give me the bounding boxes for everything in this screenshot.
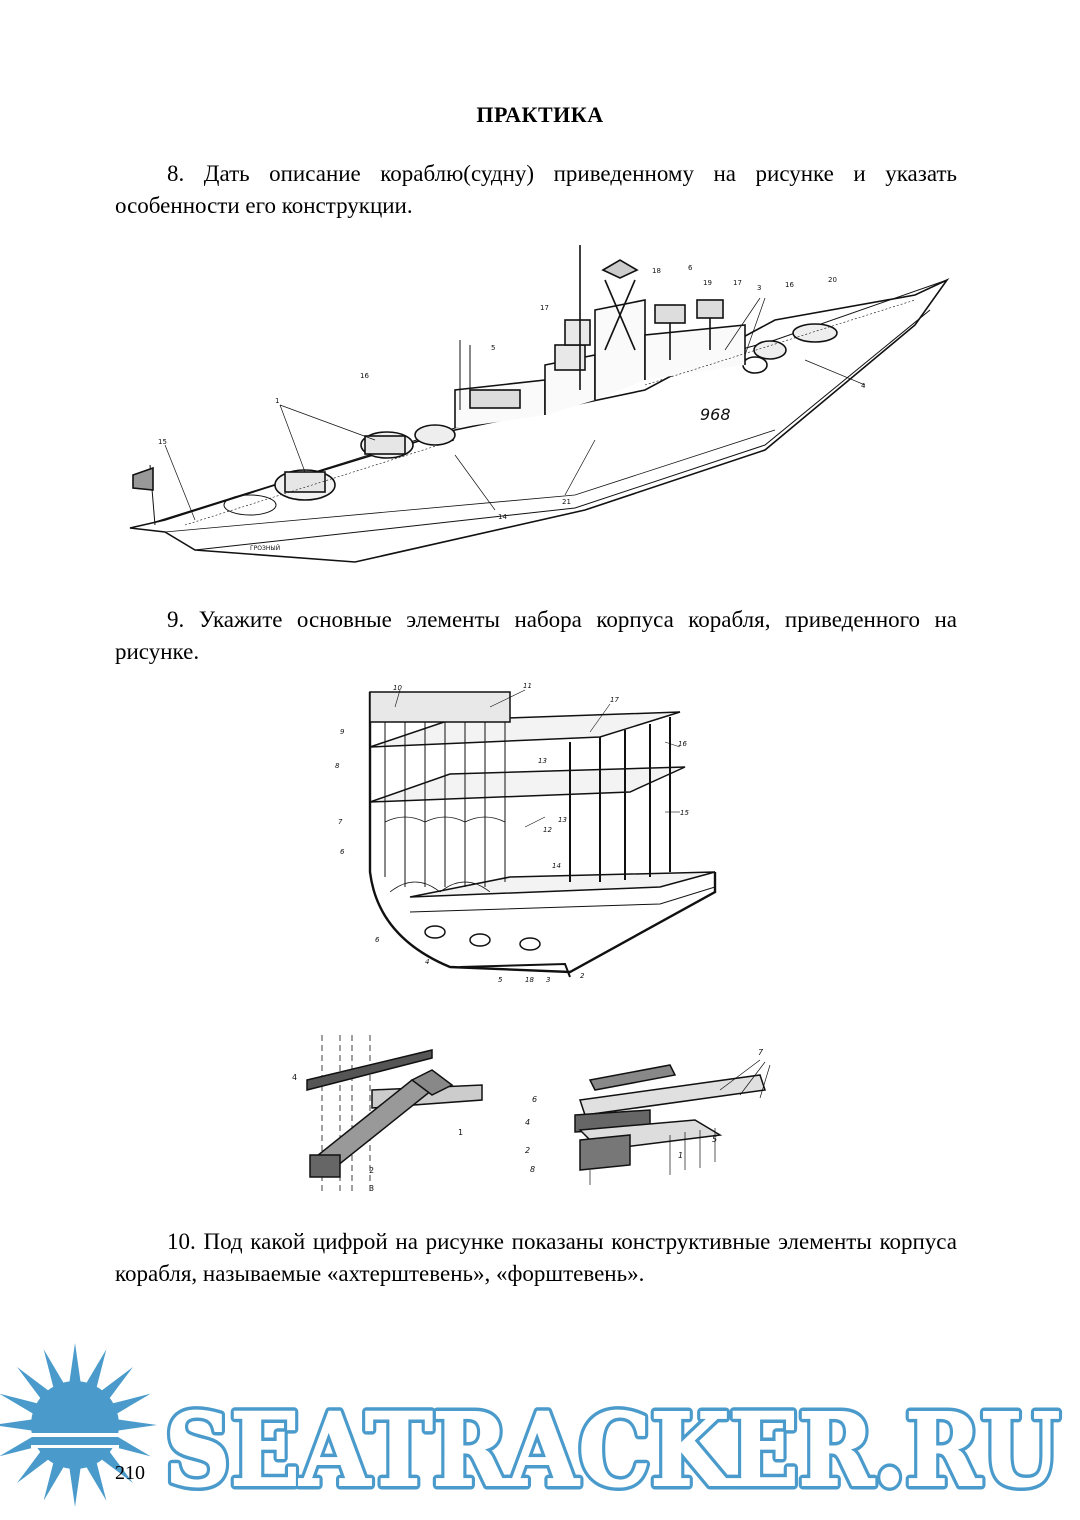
frame-callout: 3: [546, 976, 550, 984]
joint-right-callout: 4: [525, 1118, 530, 1127]
ship-callout: 5: [491, 344, 495, 352]
sunburst-logo-icon: [0, 1343, 157, 1507]
section-heading: ПРАКТИКА: [476, 102, 604, 127]
joint-right-callout: 8: [530, 1165, 535, 1174]
ship-callout: 16: [360, 372, 369, 380]
joint-right-callout: 2: [525, 1146, 530, 1155]
seatracker-watermark: SEATRACKER.RU SEATRACKER.RU: [0, 1325, 1080, 1520]
ship-callout: 1: [275, 397, 279, 405]
joint-right-callout: 1: [678, 1151, 683, 1160]
frame-callout: 18: [525, 976, 534, 984]
frame-callout: 16: [678, 740, 687, 748]
frame-callout: 7: [338, 818, 343, 826]
joint-left-callout: 3: [369, 1184, 374, 1193]
frame-callout: 13: [538, 757, 547, 765]
ship-callout: 17: [540, 304, 549, 312]
watermark-wordmark-outline: SEATRACKER.RU: [165, 1391, 1060, 1509]
ship-callout: 19: [703, 279, 712, 287]
frame-callout: 11: [523, 682, 532, 690]
ship-callout: 15: [158, 438, 167, 446]
frame-callout: 6: [375, 936, 380, 944]
ship-callout: 17: [733, 279, 742, 287]
joint-right-callout: 5: [712, 1135, 717, 1144]
ship-callout: 14: [498, 513, 507, 521]
ship-name-label: ГРОЗНЫЙ: [250, 545, 280, 552]
ship-callout: 4: [861, 382, 866, 390]
ship-hull-number: 968: [700, 405, 731, 424]
frame-callout: 10: [393, 684, 402, 692]
ship-callout: 20: [828, 276, 837, 284]
hull-frame-figure: 10 11 17 9 16 8 13 7 15 6 12 13 14 6 4 5…: [330, 682, 730, 992]
joint-right-callout: 6: [532, 1095, 537, 1104]
question-9: 9. Укажите основные элементы набора корп…: [115, 607, 957, 664]
frame-callout: 4: [425, 958, 429, 966]
ship-callout: 3: [757, 284, 761, 292]
frame-callout: 14: [552, 862, 561, 870]
joint-left-callout: 4: [292, 1073, 297, 1082]
joint-figure-right: 7 6 4 5 2 8 1: [520, 1040, 785, 1190]
ship-callout: 16: [785, 281, 794, 289]
ship-callout: 18: [652, 267, 661, 275]
frame-callout: 15: [680, 809, 689, 817]
page-number: 210: [115, 1462, 145, 1484]
joint-left-callout: 1: [458, 1128, 463, 1137]
frame-callout: 17: [610, 696, 619, 704]
question-10: 10. Под какой цифрой на рисунке показаны…: [115, 1229, 957, 1286]
joint-left-callout: 2: [369, 1166, 374, 1175]
frame-callout: 5: [498, 976, 503, 984]
warship-figure: 18 6 19 17 3 16 20 17 5 16 1 15 14 21 4 …: [125, 240, 955, 585]
joint-right-callout: 7: [758, 1048, 764, 1057]
frame-callout: 2: [580, 972, 585, 980]
ship-callout: 21: [562, 498, 571, 506]
joint-figure-left: 4 1 2 3: [282, 1030, 492, 1200]
watermark-wordmark: SEATRACKER.RU: [165, 1391, 1060, 1509]
ship-callout: 6: [688, 264, 693, 272]
frame-callout: 13: [558, 816, 567, 824]
frame-callout: 9: [340, 728, 345, 736]
frame-callout: 8: [335, 762, 340, 770]
frame-callout: 6: [340, 848, 345, 856]
question-8: 8. Дать описание кораблю(судну) приведен…: [115, 161, 957, 218]
frame-callout: 12: [543, 826, 552, 834]
